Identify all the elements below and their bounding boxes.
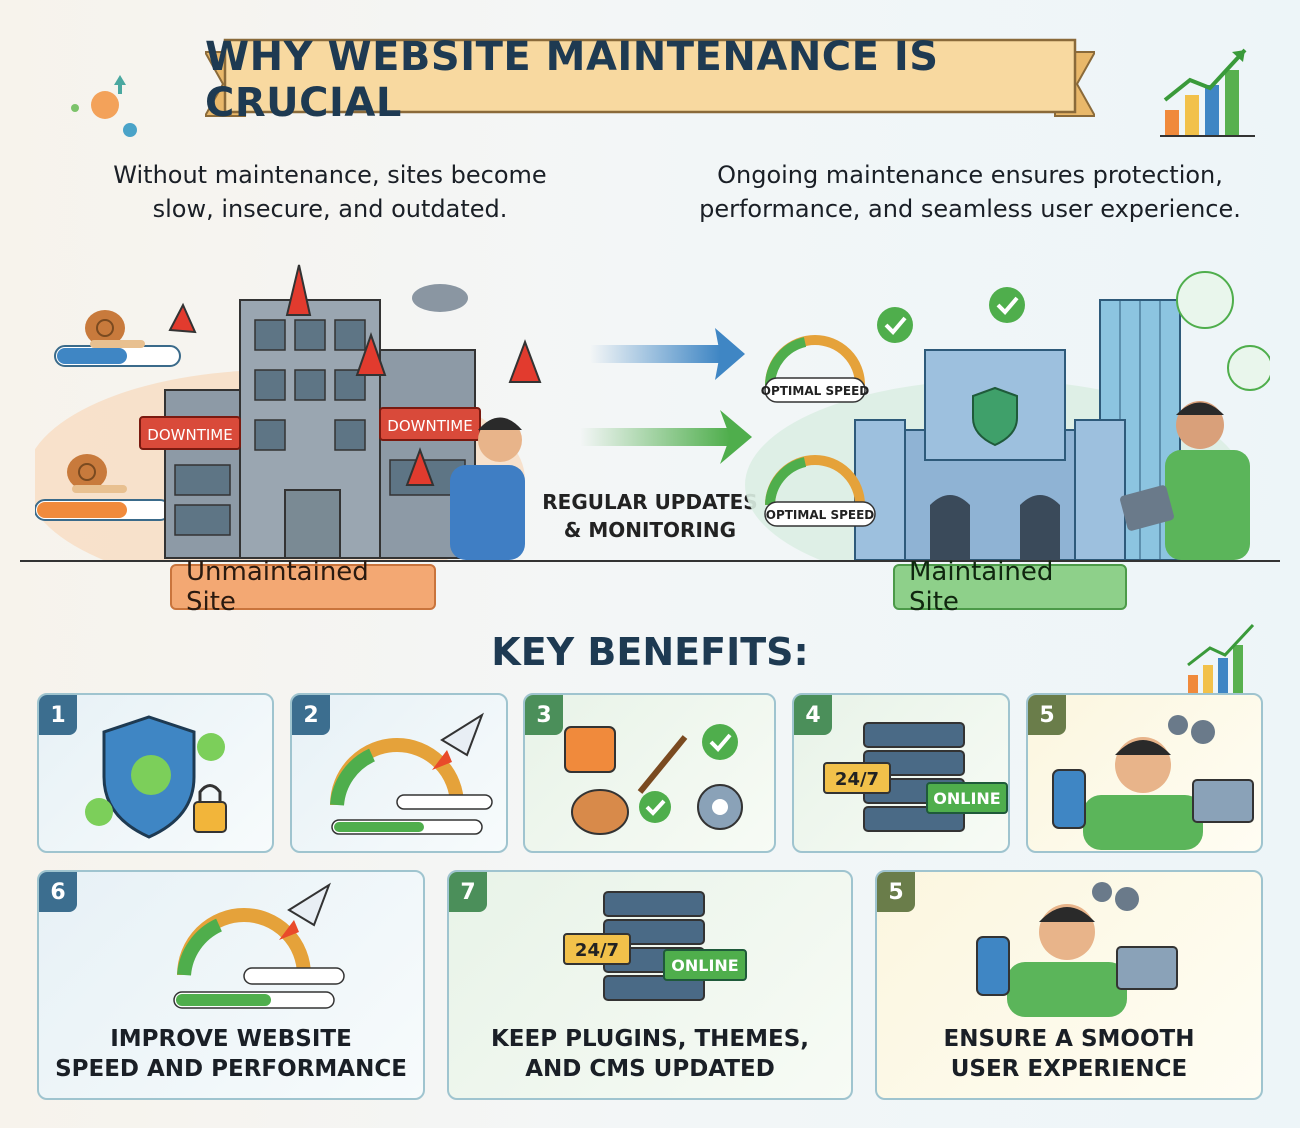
gauge-label-1: OPTIMAL SPEED (761, 384, 870, 398)
card-number: 5 (877, 872, 915, 912)
card-number: 5 (1028, 695, 1066, 735)
card-number: 2 (292, 695, 330, 735)
badge-247: 24/7 (575, 940, 619, 961)
card-text-line2: SPEED AND PERFORMANCE (55, 1056, 407, 1082)
card-number: 6 (39, 872, 77, 912)
benefit-card-3: 3 (523, 693, 776, 853)
benefit-card-8: 5 ENSURE A SMOOTH USER EXPERIENCE (875, 870, 1263, 1100)
arrow-right-icon (590, 328, 745, 380)
benefit-card-5: 5 (1026, 693, 1263, 853)
growth-chart-icon (1187, 623, 1255, 695)
card-number: 3 (525, 695, 563, 735)
title-banner: WHY WEBSITE MAINTENANCE IS CRUCIAL (205, 34, 1095, 126)
downtime-sign-1: DOWNTIME (147, 426, 232, 444)
card-text-line1: IMPROVE WEBSITE (110, 1026, 352, 1052)
server-online-icon: 24/7 ONLINE (563, 891, 747, 1001)
card-number: 4 (794, 695, 832, 735)
shield-virus-icon (85, 715, 227, 839)
middle-text-line2: & MONITORING (563, 518, 737, 542)
benefit-card-1: 1 (37, 693, 274, 853)
check-circle-icon (877, 287, 1025, 343)
growth-chart-icon (1160, 48, 1255, 137)
thumbs-up-icon (1176, 271, 1273, 391)
benefit-card-4: 4 24/7 ONLINE (792, 693, 1010, 853)
caption-right: Ongoing maintenance ensures protection, … (699, 161, 1241, 223)
warning-icon (168, 264, 542, 486)
frustrated-person-icon (450, 417, 525, 560)
badge-online: ONLINE (933, 789, 1000, 808)
plugins-update-icon (564, 724, 743, 835)
badge-online: ONLINE (671, 956, 738, 975)
page-title: WHY WEBSITE MAINTENANCE IS CRUCIAL (205, 34, 939, 126)
unmaintained-site-label: Unmaintained Site (170, 557, 436, 617)
middle-text-line1: REGULAR UPDATES (542, 490, 758, 514)
user-experience-icon (1052, 715, 1254, 850)
broken-building-illustration: DOWNTIME DOWNTIME (25, 264, 542, 590)
arrow-right-icon (580, 410, 752, 464)
card-text-line1: ENSURE A SMOOTH (943, 1026, 1195, 1052)
middle-transition: REGULAR UPDATES & MONITORING (540, 310, 760, 560)
happy-person-icon (1120, 401, 1250, 560)
badge-247: 24/7 (835, 769, 879, 790)
unmaintained-scene: DOWNTIME DOWNTIME (25, 260, 560, 590)
speed-rocket-icon (330, 712, 493, 835)
card-text-line1: KEEP PLUGINS, THEMES, (490, 1026, 810, 1052)
castle-illustration: OPTIMAL SPEED OPTIMAL SPEED (745, 271, 1273, 590)
speed-rocket-icon (173, 882, 345, 1009)
user-experience-icon (976, 882, 1178, 1017)
snail-icon (85, 310, 145, 348)
caption-left: Without maintenance, sites become slow, … (113, 161, 547, 223)
gauge-label-2: OPTIMAL SPEED (766, 508, 875, 522)
card-number: 7 (449, 872, 487, 912)
speed-gauge-icon: OPTIMAL SPEED (764, 455, 876, 527)
benefit-card-2: 2 (290, 693, 508, 853)
decor-dots-icon (71, 75, 137, 137)
ground-line (20, 560, 1280, 562)
maintained-scene: OPTIMAL SPEED OPTIMAL SPEED (745, 260, 1273, 590)
benefit-card-7: 7 24/7 ONLINE KEEP PLUGINS, THEMES, AND … (447, 870, 853, 1100)
card-text-line2: AND CMS UPDATED (525, 1056, 775, 1082)
maintained-site-label: Maintained Site (893, 557, 1127, 617)
speed-gauge-icon: OPTIMAL SPEED (761, 335, 870, 403)
server-online-icon: 24/7 ONLINE (823, 722, 1008, 832)
key-benefits-title: KEY BENEFITS: (491, 630, 809, 674)
card-number: 1 (39, 695, 77, 735)
card-text-line2: USER EXPERIENCE (950, 1056, 1188, 1082)
benefit-card-6: 6 IMPROVE WEBSITE SPEED AND PERFORMANCE (37, 870, 425, 1100)
downtime-sign-2: DOWNTIME (387, 417, 472, 435)
